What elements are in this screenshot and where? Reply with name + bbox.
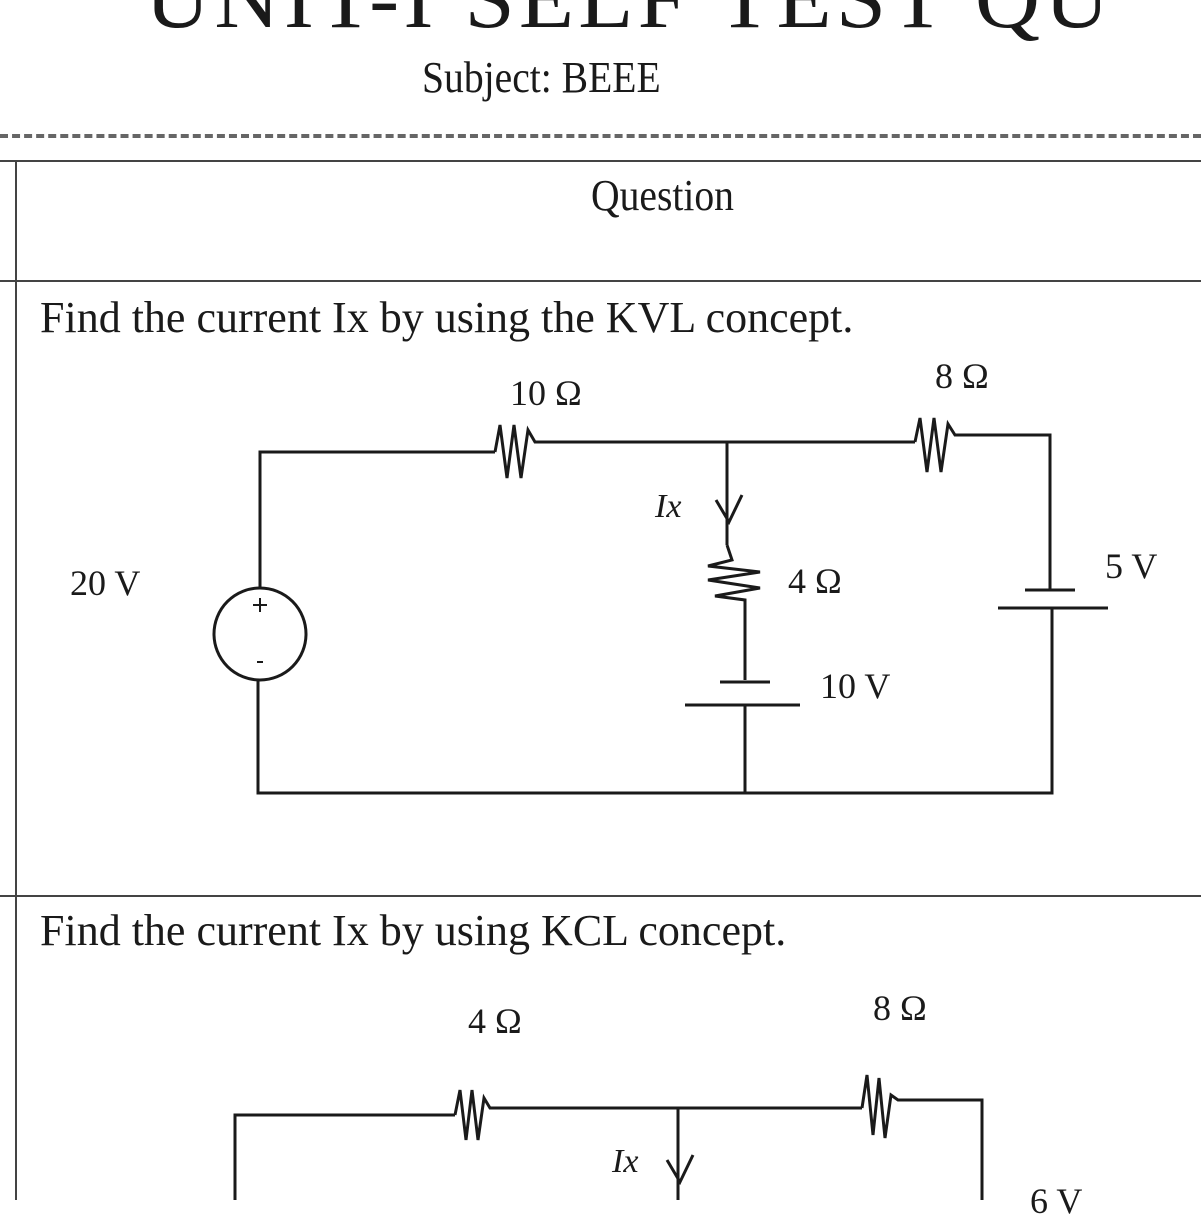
resistor-8-ohm <box>860 1074 984 1200</box>
label-8-ohm: 8 Ω <box>873 988 927 1028</box>
label-10v: 10 V <box>820 666 891 706</box>
row-divider <box>0 895 1201 897</box>
wire <box>258 450 495 588</box>
resistor-8-ohm <box>913 417 1052 590</box>
subject-label: Subject: BEEE <box>422 53 661 102</box>
label-ix: Ix <box>612 1143 639 1180</box>
question-1-text: Find the current Ix by using the KVL con… <box>40 293 854 342</box>
circuit-1-kvl <box>212 417 1108 795</box>
wire <box>233 1113 455 1200</box>
resistor-4-ohm <box>453 1089 862 1141</box>
table-header-question: Question <box>590 171 734 220</box>
label-ix: Ix <box>655 488 682 525</box>
wire <box>256 608 1054 795</box>
table-top-border <box>0 160 1201 162</box>
label-4-ohm: 4 Ω <box>468 1001 522 1041</box>
label-4-ohm: 4 Ω <box>788 561 842 601</box>
resistor-10-ohm <box>493 424 545 479</box>
resistor-4-ohm <box>707 544 761 680</box>
circuit-2-kcl <box>233 1074 984 1200</box>
table-left-border <box>15 160 17 1200</box>
label-6v: 6 V <box>1030 1181 1083 1221</box>
label-20v: 20 V <box>70 563 141 603</box>
label-10-ohm: 10 Ω <box>510 373 582 413</box>
current-arrow-icon <box>714 494 744 526</box>
question-2-text: Find the current Ix by using KCL concept… <box>40 906 787 955</box>
plus-icon <box>253 598 267 612</box>
dashed-divider <box>0 134 1201 138</box>
voltage-source-20v <box>212 586 308 682</box>
row-divider <box>0 280 1201 282</box>
current-arrow-icon <box>665 1154 695 1186</box>
label-8-ohm: 8 Ω <box>935 356 989 396</box>
document-title: UNIT-I SELF TEST QU <box>145 0 1114 48</box>
label-5v: 5 V <box>1105 546 1158 586</box>
